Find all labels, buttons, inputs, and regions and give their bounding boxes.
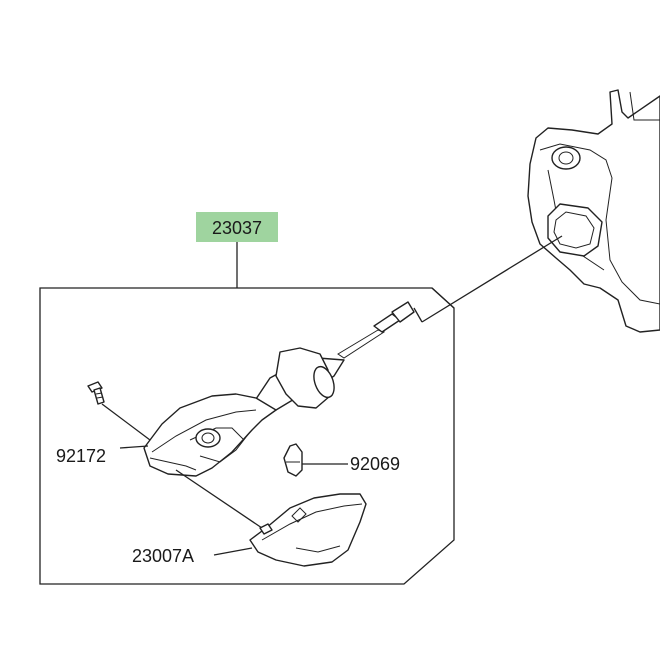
bulb-part: 92069	[283, 443, 400, 477]
screw-to-lens-line	[175, 469, 263, 529]
assembly-part-number: 23037	[212, 218, 262, 238]
lens-part: 23007A	[132, 493, 367, 567]
screw-leader-line	[101, 403, 151, 441]
fairing-bracket	[527, 89, 660, 333]
assembly-frame	[39, 287, 455, 585]
lens-leader-line	[213, 547, 253, 556]
assembly-label-highlight	[196, 212, 278, 242]
bulb-part-number: 92069	[350, 454, 400, 474]
mount-leader-line	[421, 235, 563, 323]
assembly-callout: 23037	[196, 212, 278, 288]
screw-part-number: 92172	[56, 446, 106, 466]
turn-signal-assembly	[143, 301, 423, 477]
screw-part: 92172	[56, 381, 263, 529]
lens-part-number: 23007A	[132, 546, 194, 566]
